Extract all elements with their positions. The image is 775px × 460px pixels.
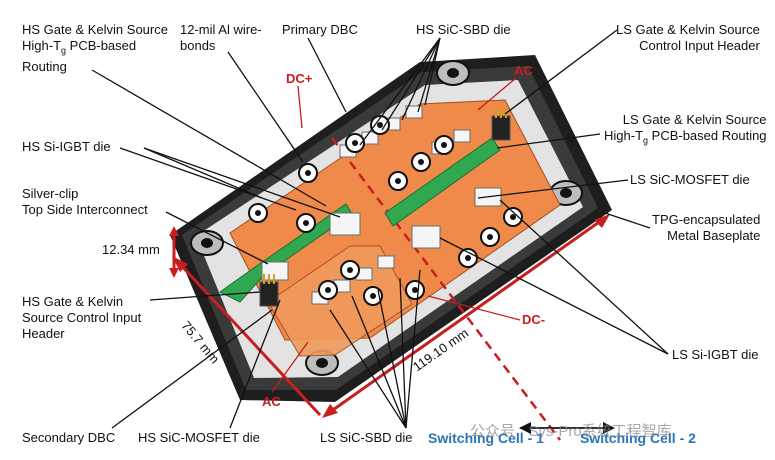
dimension-height-label: 12.34 mm [102,242,160,257]
cell-divider [331,137,561,441]
label-ls-sic-mosfet: LS SiC-MOSFET die [630,172,750,187]
terminal-posts [248,115,523,306]
label-secondary-dbc: Secondary DBC [22,430,116,445]
mounting-hole [190,230,224,256]
label-hs-gate-pcb: HS Gate & Kelvin Source High-Tg PCB-base… [22,22,168,74]
label-ls-si-igbt: LS Si-IGBT die [672,347,759,362]
switching-cell-1: Switching Cell - 1 [428,430,544,446]
watermark: 公众号 · Sys-Pro系统工程智库 [470,423,672,440]
terminal-dc-minus: DC- [522,312,546,327]
label-hs-sic-sbd: HS SiC-SBD die [416,22,511,37]
terminal-ac-bottom: AC [262,394,281,409]
hs-gate-header [259,274,279,307]
mounting-hole [305,350,339,376]
dimension-height [169,226,179,278]
label-hs-sic-mosfet: HS SiC-MOSFET die [138,430,260,445]
terminal-dc-plus: DC+ [286,71,313,86]
label-ls-gate-pcb: LS Gate & Kelvin Source High-Tg PCB-base… [604,112,767,146]
label-al-wirebonds: 12-mil Al wire-bonds [180,22,262,53]
ls-pcb-routing [384,137,501,227]
label-primary-dbc: Primary DBC [282,22,358,37]
secondary-dbc [267,245,413,357]
terminal-ac-top: AC [514,63,533,78]
switching-cell-2: Switching Cell - 2 [580,430,696,446]
terminal-leaders [271,77,521,393]
label-hs-si-igbt: HS Si-IGBT die [22,139,111,154]
leader-lines [91,29,669,429]
label-ls-sic-sbd: LS SiC-SBD die [320,430,413,445]
mounting-hole [436,60,470,86]
dimension-width [172,256,322,417]
